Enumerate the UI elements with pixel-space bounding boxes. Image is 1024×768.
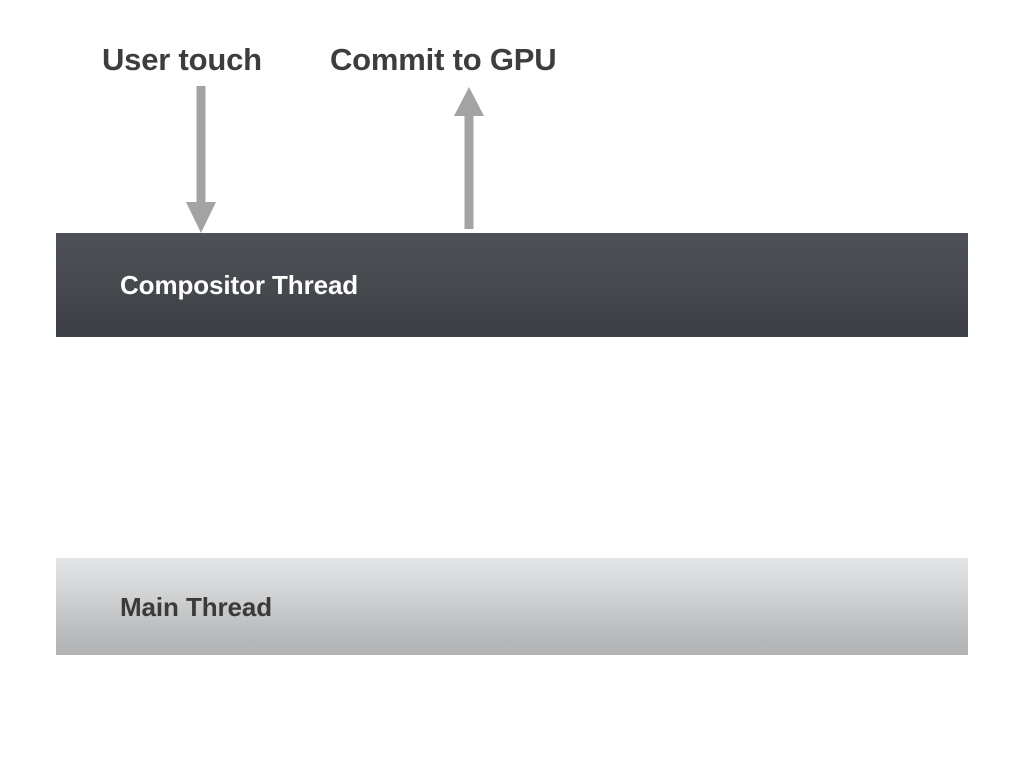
arrow-down-icon [186,86,216,233]
main-thread-bar: Main Thread [56,558,968,655]
arrow-up-icon [454,87,484,229]
main-thread-label: Main Thread [120,591,273,622]
compositor-thread-label: Compositor Thread [120,270,359,300]
user-touch-label: User touch [102,42,262,77]
commit-to-gpu-label: Commit to GPU [330,42,557,77]
compositor-thread-bar: Compositor Thread [56,233,968,337]
